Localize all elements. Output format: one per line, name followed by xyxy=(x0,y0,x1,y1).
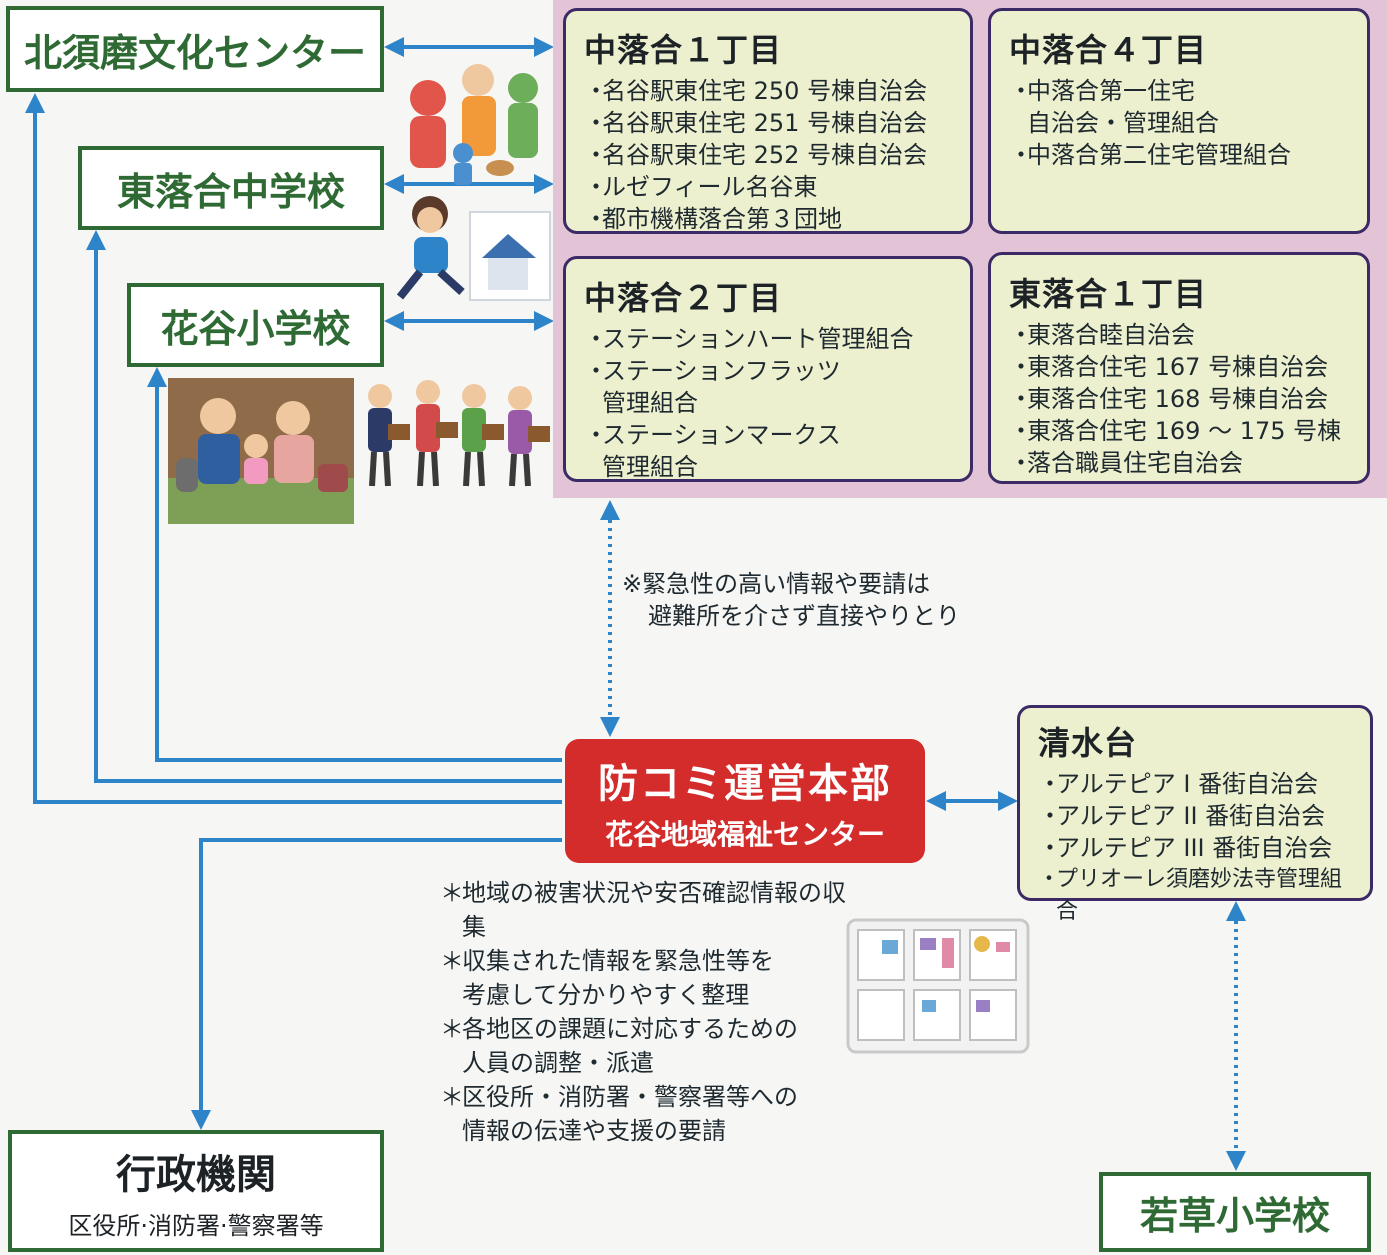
list-item: 中落合第一住宅 自治会・管理組合 xyxy=(1009,75,1351,139)
list-item: ステーションハート管理組合 xyxy=(584,323,954,355)
task-item: 各地区の課題に対応するための 人員の調整・派遣 xyxy=(440,1012,860,1080)
list-item: 都市機構落合第３団地 xyxy=(584,203,954,235)
list-item: プリオーレ須磨妙法寺管理組合 xyxy=(1038,864,1354,928)
list-item: 東落合住宅 169 ～ 175 号棟 xyxy=(1009,415,1351,447)
task-item: 収集された情報を緊急性等を 考慮して分かりやすく整理 xyxy=(440,944,860,1012)
facility-hanatani-es: 花谷小学校 xyxy=(127,283,384,367)
admin-agencies-box: 行政機関 区役所·消防署·警察署等 xyxy=(8,1130,384,1252)
area-shimizudai-title: 清水台 xyxy=(1038,724,1138,762)
area-nakaochiai-4-list: 中落合第一住宅 自治会・管理組合 中落合第二住宅管理組合 xyxy=(1009,75,1351,171)
arrow-hq-jhs xyxy=(86,230,562,783)
area-nakaochiai-4: 中落合４丁目 中落合第一住宅 自治会・管理組合 中落合第二住宅管理組合 xyxy=(988,8,1370,234)
list-item: アルテピア III 番街自治会 xyxy=(1038,832,1354,864)
task-item: 区役所・消防署・警察署等への 情報の伝達や支援の要請 xyxy=(440,1080,860,1148)
list-item: 名谷駅東住宅 250 号棟自治会 xyxy=(584,75,954,107)
hq-title: 防コミ運営本部 xyxy=(598,761,892,807)
area-higashiochiai-1: 東落合１丁目 東落合睦自治会 東落合住宅 167 号棟自治会 東落合住宅 168… xyxy=(988,252,1370,484)
supply-carrying-people-icon xyxy=(368,380,550,487)
facility-wakakusa-label: 若草小学校 xyxy=(1139,1193,1330,1238)
area-higashiochiai-1-title: 東落合１丁目 xyxy=(1009,275,1208,313)
note-line-1: ※緊急性の高い情報や要請は xyxy=(622,570,931,598)
list-item: 中落合第二住宅管理組合 xyxy=(1009,139,1351,171)
area-nakaochiai-2: 中落合２丁目 ステーションハート管理組合 ステーションフラッツ 管理組合 ステー… xyxy=(563,256,973,482)
area-nakaochiai-2-list: ステーションハート管理組合 ステーションフラッツ 管理組合 ステーションマークス… xyxy=(584,323,954,483)
list-item: 東落合住宅 167 号棟自治会 xyxy=(1009,351,1351,383)
note-line-2: 避難所を介さず直接やりとり xyxy=(648,602,960,630)
list-item: 東落合睦自治会 xyxy=(1009,319,1351,351)
hq-subtitle: 花谷地域福祉センター xyxy=(604,818,885,851)
area-nakaochiai-1-title: 中落合１丁目 xyxy=(584,31,783,69)
admin-title: 行政機関 xyxy=(116,1151,276,1198)
list-item: 落合職員住宅自治会 xyxy=(1009,447,1351,479)
area-nakaochiai-1: 中落合１丁目 名谷駅東住宅 250 号棟自治会 名谷駅東住宅 251 号棟自治会… xyxy=(563,8,973,234)
arrow-hq-kitasuma xyxy=(25,93,562,804)
facility-jhs-label: 東落合中学校 xyxy=(116,169,345,214)
area-shimizudai: 清水台 アルテピア I 番街自治会 アルテピア II 番街自治会 アルテピア I… xyxy=(1017,705,1373,924)
area-higashiochiai-1-list: 東落合睦自治会 東落合住宅 167 号棟自治会 東落合住宅 168 号棟自治会 … xyxy=(1009,319,1351,479)
evacuation-shelter-family-icon xyxy=(168,378,354,524)
hq-task-list: 地域の被害状況や安否確認情報の収集 収集された情報を緊急性等を 考慮して分かりや… xyxy=(440,876,860,1148)
area-nakaochiai-1-list: 名谷駅東住宅 250 号棟自治会 名谷駅東住宅 251 号棟自治会 名谷駅東住宅… xyxy=(584,75,954,235)
list-item: 東落合住宅 168 号棟自治会 xyxy=(1009,383,1351,415)
list-item: 名谷駅東住宅 251 号棟自治会 xyxy=(584,107,954,139)
info-board-icon xyxy=(846,918,1030,1054)
list-item: ルゼフィール名谷東 xyxy=(584,171,954,203)
direct-exchange-note: ※緊急性の高い情報や要請は 避難所を介さず直接やりとり xyxy=(622,568,960,632)
list-item: アルテピア I 番街自治会 xyxy=(1038,768,1354,800)
arrow-hq-es xyxy=(147,367,562,762)
area-nakaochiai-2-title: 中落合２丁目 xyxy=(584,279,783,317)
facility-kitasuma-label: 北須磨文化センター xyxy=(23,30,366,75)
arrow-hq-admin xyxy=(191,838,562,1130)
admin-subtitle: 区役所·消防署·警察署等 xyxy=(68,1211,324,1240)
facility-kitasuma-culture-center: 北須磨文化センター xyxy=(6,6,384,92)
task-item: 地域の被害状況や安否確認情報の収集 xyxy=(440,876,860,944)
list-item: ステーションマークス 管理組合 xyxy=(584,419,954,483)
area-shimizudai-list: アルテピア I 番街自治会 アルテピア II 番街自治会 アルテピア III 番… xyxy=(1038,768,1354,928)
area-nakaochiai-4-title: 中落合４丁目 xyxy=(1009,31,1208,69)
evacuating-family-icon xyxy=(410,64,538,185)
headquarters-box: 防コミ運営本部 花谷地域福祉センター xyxy=(565,739,925,863)
list-item: アルテピア II 番街自治会 xyxy=(1038,800,1354,832)
list-item: 名谷駅東住宅 252 号棟自治会 xyxy=(584,139,954,171)
list-item: ステーションフラッツ 管理組合 xyxy=(584,355,954,419)
facility-wakakusa-es: 若草小学校 xyxy=(1099,1172,1371,1252)
facility-es-label: 花谷小学校 xyxy=(160,306,351,351)
running-person-house-icon xyxy=(396,196,551,301)
facility-higashiochiai-jhs: 東落合中学校 xyxy=(78,146,384,230)
